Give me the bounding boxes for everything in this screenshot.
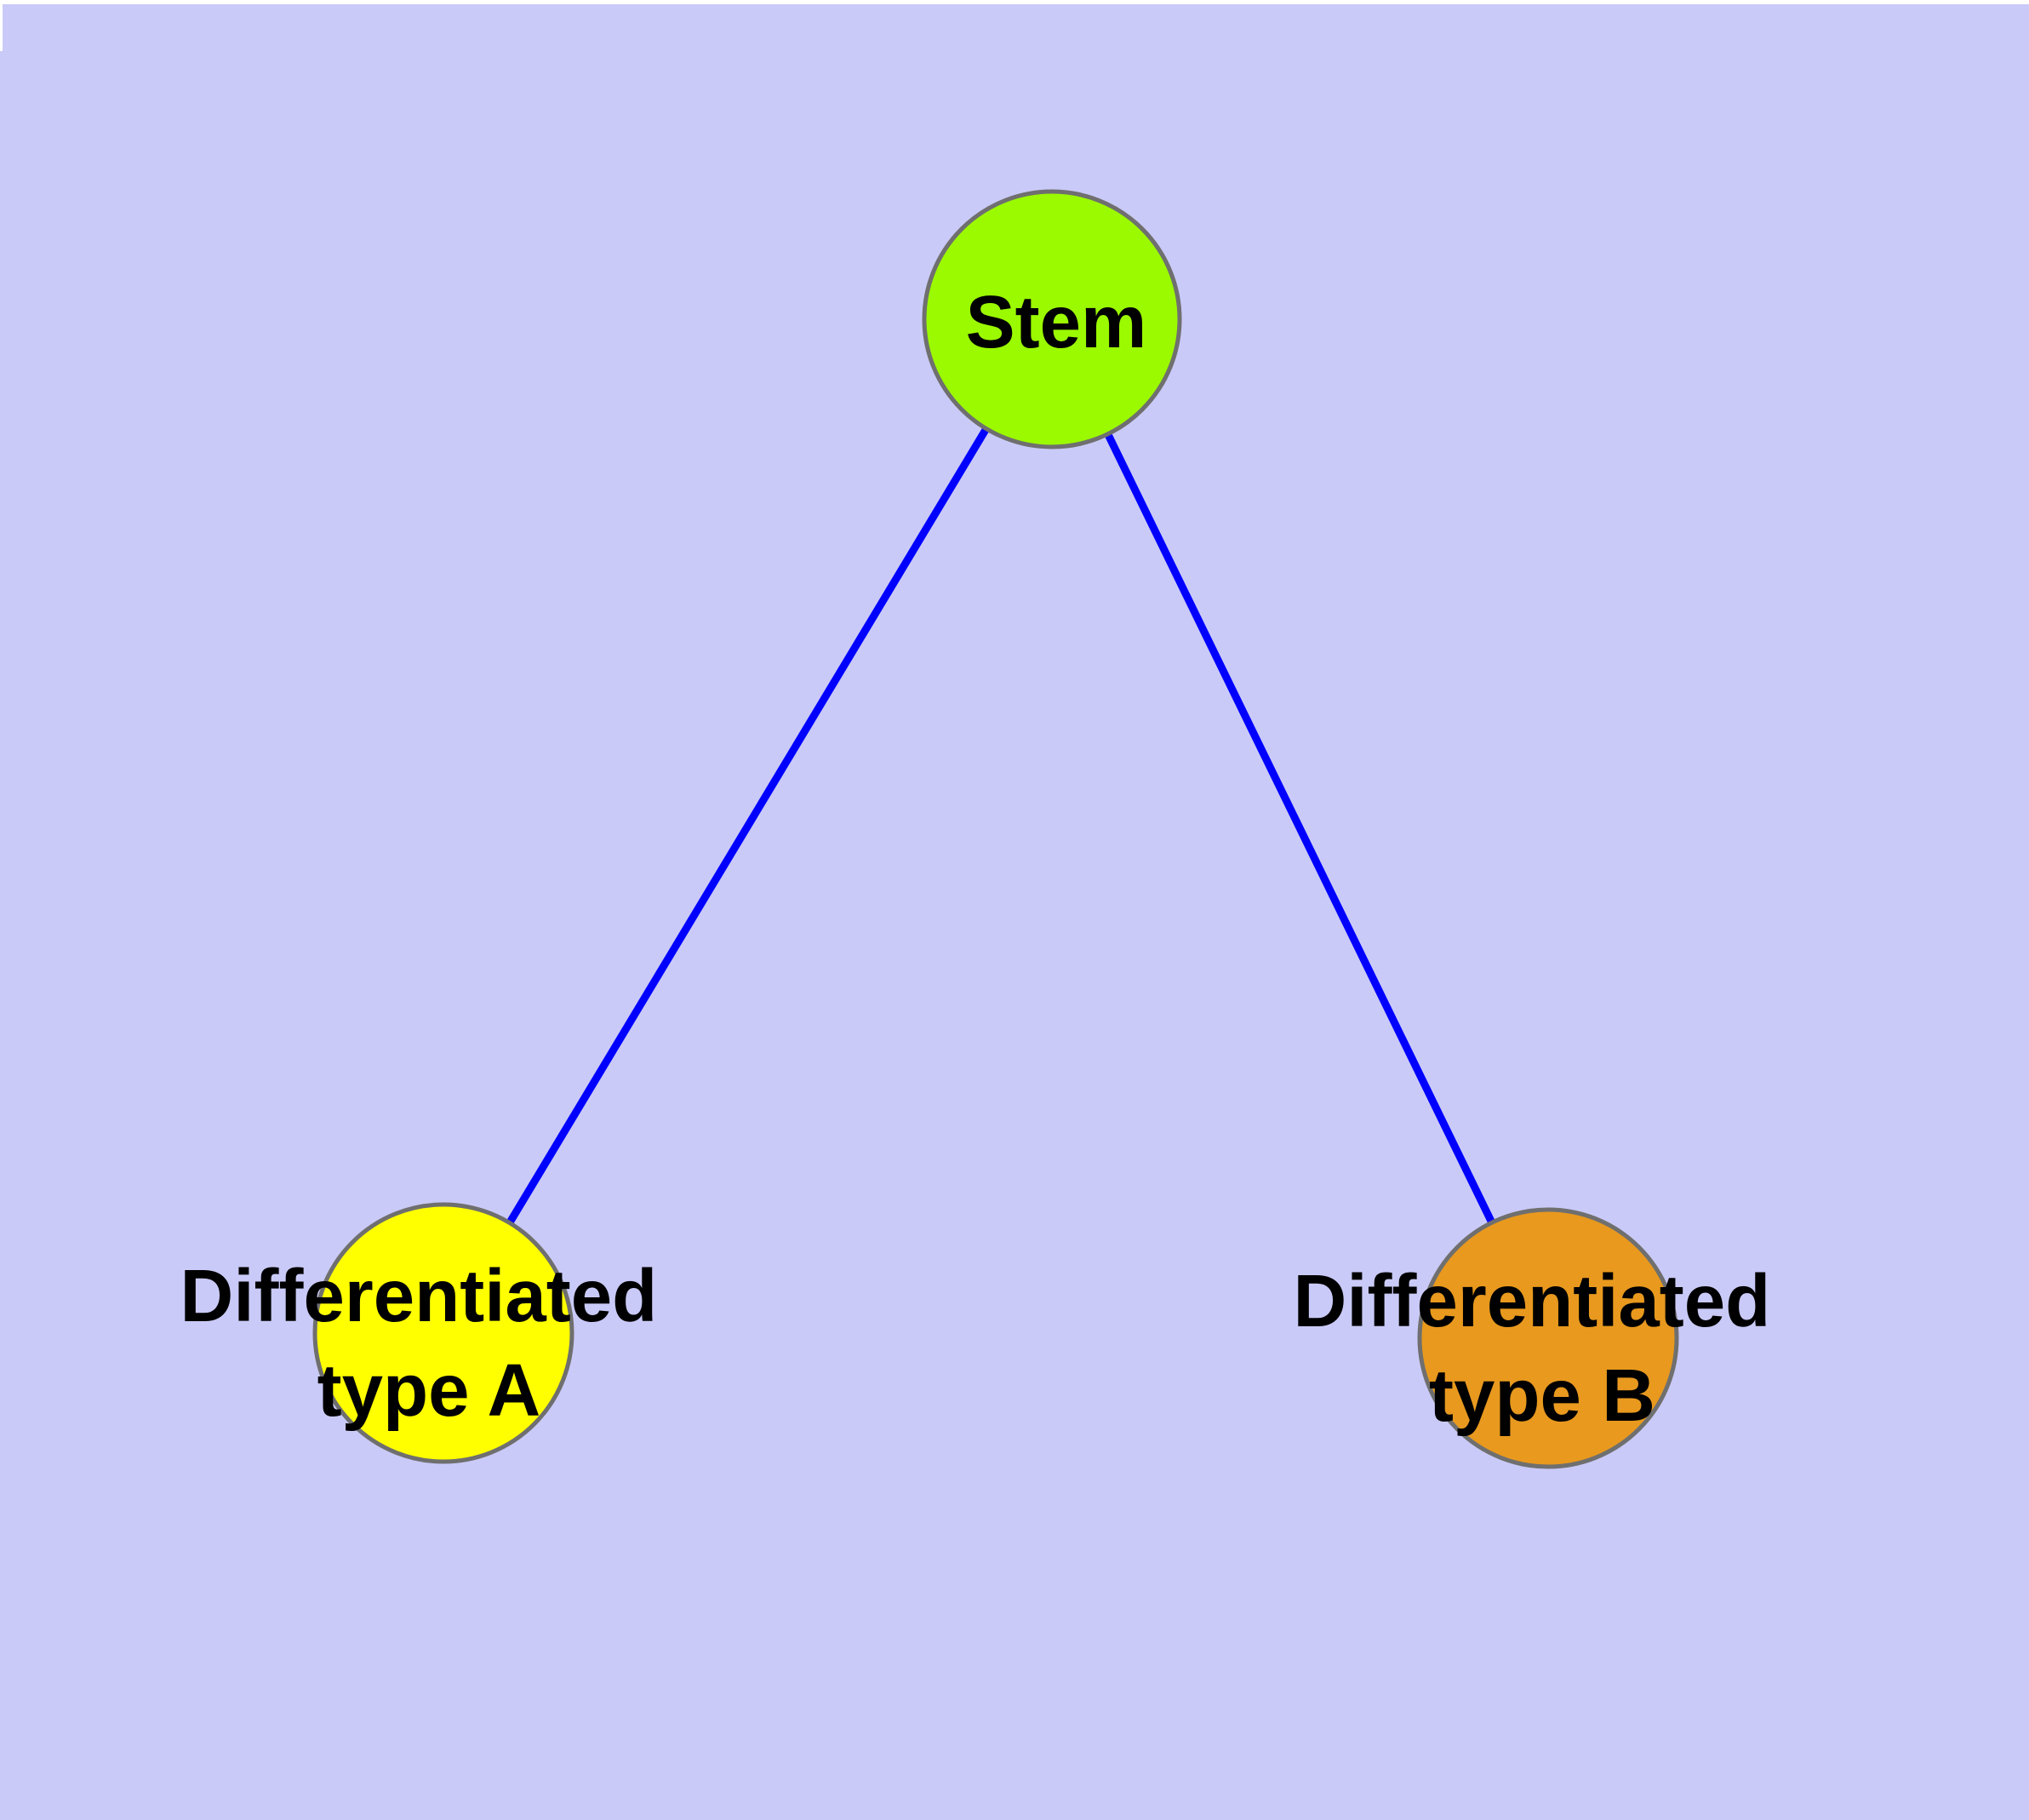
node-differentiated-type-b-label: Differentiated type B	[1294, 1260, 1792, 1437]
node-differentiated-type-a-circle	[312, 1202, 574, 1464]
node-differentiated-type-a-label-line2: type A	[317, 1349, 541, 1432]
node-stem-label: Stem	[966, 281, 1147, 363]
node-differentiated-type-b-label-line1: Differentiated	[1294, 1260, 1771, 1342]
left-edge-sliver	[0, 0, 3, 51]
node-differentiated-type-a-label: Differentiated type A	[180, 1255, 678, 1432]
node-differentiated-type-b-circle	[1417, 1207, 1679, 1469]
node-differentiated-type-a-label-line1: Differentiated	[180, 1255, 658, 1337]
node-differentiated-type-a: Differentiated type A	[180, 1202, 678, 1464]
node-stem-circle	[922, 189, 1182, 449]
node-differentiated-type-b-label-line2: type B	[1429, 1354, 1655, 1437]
edge-stem-to-type-a	[440, 317, 1055, 1336]
top-edge-sliver	[0, 0, 2029, 4]
node-differentiated-type-b: Differentiated type B	[1294, 1207, 1792, 1469]
edge-stem-to-type-b	[1048, 318, 1552, 1340]
node-stem: Stem	[922, 189, 1182, 449]
